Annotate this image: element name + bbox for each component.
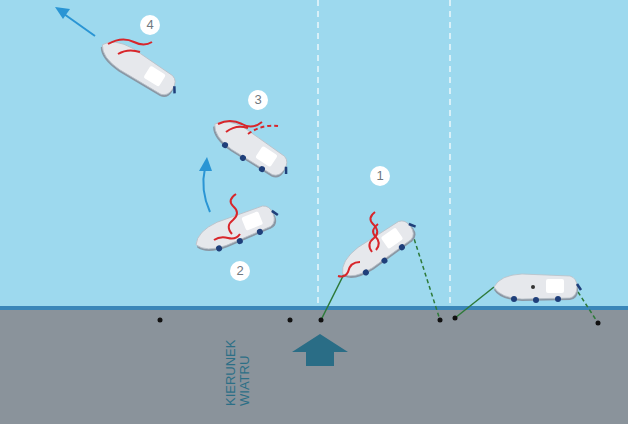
- callout-number: 3: [248, 90, 268, 110]
- callout-number: 2: [230, 261, 250, 281]
- wind-direction-label: KIERUNEK WIATRU: [224, 326, 252, 406]
- callout-number: 1: [370, 166, 390, 186]
- callout-number: 4: [140, 15, 160, 35]
